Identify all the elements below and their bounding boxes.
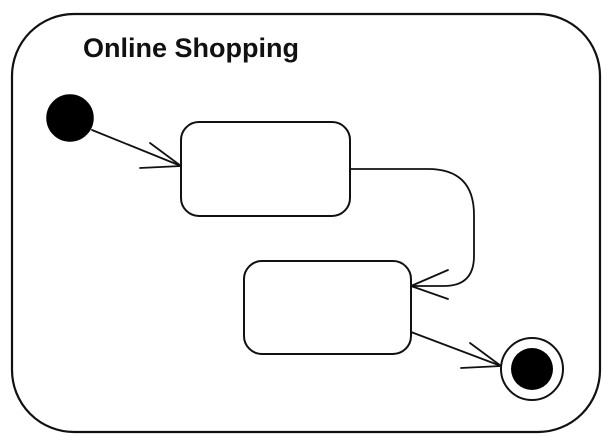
transition-line [349,168,475,287]
state-node-2 [243,260,412,355]
transition-line [91,129,182,167]
arrowhead [139,142,182,169]
final-state-node [500,337,564,401]
transition-state-2-to-final [410,331,502,369]
composite-state-title: Online Shopping [83,33,299,63]
transition-state-1-to-state-2 [349,168,475,300]
final-state-inner-dot [511,348,553,390]
transition-line [410,331,502,367]
arrowhead [410,269,449,300]
initial-state-node [46,94,94,142]
transition-initial-to-state-1 [91,129,182,169]
composite-state-online-shopping [10,12,602,434]
state-node-1 [180,121,351,217]
arrowhead [460,342,502,369]
